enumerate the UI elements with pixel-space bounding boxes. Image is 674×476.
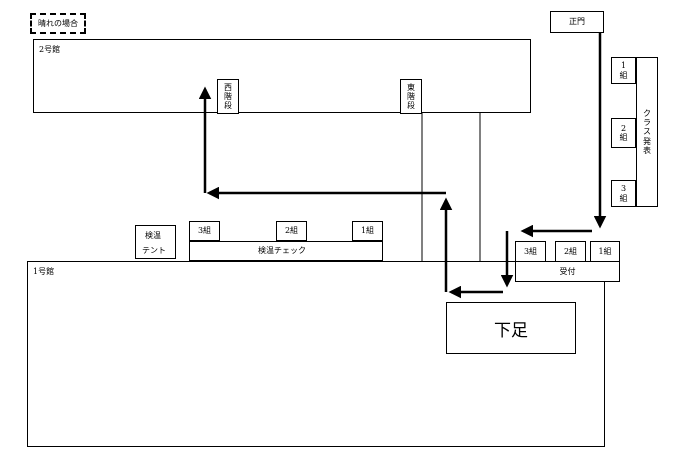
announcement-group-1: 1 組 xyxy=(611,57,636,84)
announcement-group-3-label: 3 組 xyxy=(619,184,628,203)
shoe-area: 下足 xyxy=(446,302,576,354)
east-stairs: 東 階 段 xyxy=(400,79,422,114)
building-1: 1号館 xyxy=(27,261,605,447)
west-stairs-label: 西 階 段 xyxy=(224,82,232,111)
legend-label: 晴れの場合 xyxy=(38,18,78,28)
temperature-check-label: 検温チェック xyxy=(258,246,306,255)
announcement-group-1-label: 1 組 xyxy=(619,61,628,80)
reception-group-1-label: 1組 xyxy=(598,246,612,256)
check-group-1-label: 1組 xyxy=(360,226,375,235)
building-2: 2号館 xyxy=(33,39,531,113)
temperature-tent: 検温 テント xyxy=(135,225,176,259)
reception-group-1: 1組 xyxy=(590,241,620,262)
class-announcement-board: ク ラ ス 発 表 xyxy=(636,57,658,207)
check-group-3: 3組 xyxy=(189,221,220,241)
main-gate-label: 正門 xyxy=(569,17,585,26)
check-group-1: 1組 xyxy=(352,221,383,241)
check-group-3-label: 3組 xyxy=(197,226,212,235)
building-1-label: 1号館 xyxy=(33,267,55,276)
announcement-group-2: 2 組 xyxy=(611,118,636,148)
shoe-area-label: 下足 xyxy=(494,320,528,341)
announcement-group-3: 3 組 xyxy=(611,180,636,207)
temperature-check-area xyxy=(189,241,383,261)
reception-group-3: 3組 xyxy=(515,241,546,262)
building-2-label: 2号館 xyxy=(39,45,61,54)
announcement-group-2-label: 2 組 xyxy=(619,123,628,142)
east-stairs-label: 東 階 段 xyxy=(407,82,415,111)
reception-label: 受付 xyxy=(559,266,576,276)
west-stairs: 西 階 段 xyxy=(217,79,239,114)
reception-group-2: 2組 xyxy=(555,241,586,262)
main-gate: 正門 xyxy=(550,11,604,33)
check-group-2: 2組 xyxy=(276,221,307,241)
temperature-tent-line1: 検温 xyxy=(145,231,161,240)
class-announcement-label: ク ラ ス 発 表 xyxy=(643,109,651,155)
legend-box: 晴れの場合 xyxy=(30,13,86,34)
reception-group-3-label: 3組 xyxy=(523,246,538,256)
reception-group-2-label: 2組 xyxy=(563,246,578,256)
temperature-tent-line2: テント xyxy=(142,246,166,255)
check-group-2-label: 2組 xyxy=(284,226,299,235)
